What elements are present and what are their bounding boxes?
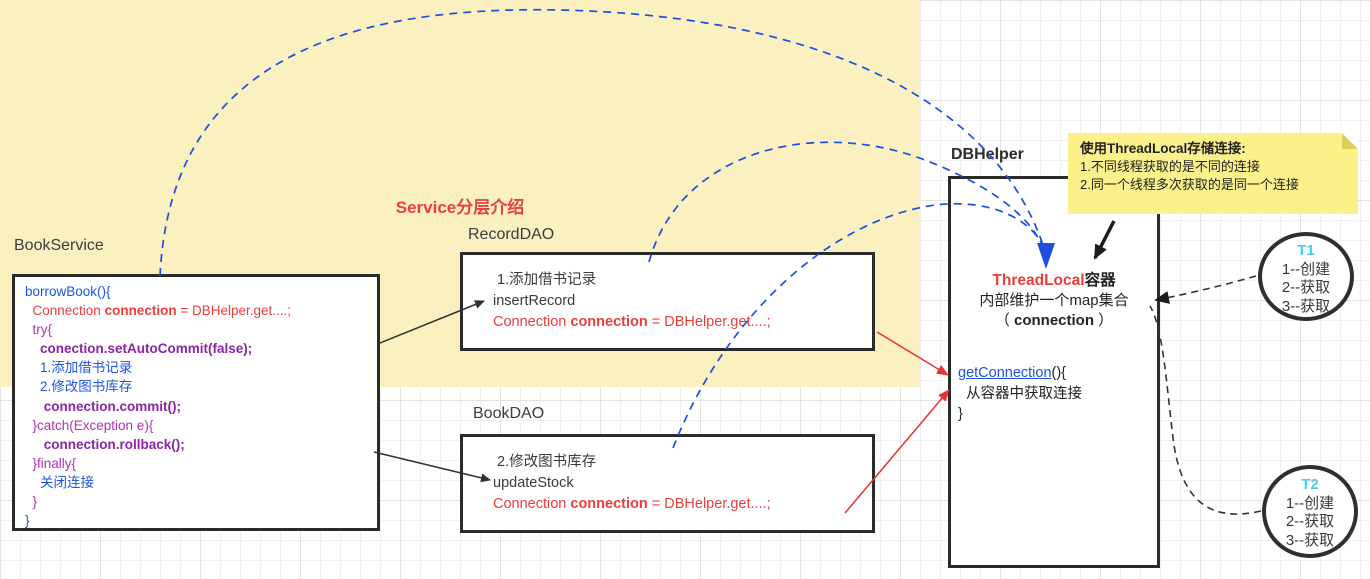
thread-line: 1--创建 [1281, 260, 1331, 278]
code-line: 关闭连接 [25, 474, 95, 490]
code-line: Connection connection = DBHelper.get....… [25, 303, 292, 319]
thread-line: 3--获取 [1285, 531, 1335, 549]
code-line: try{ [25, 322, 53, 338]
thread-line: 3--获取 [1281, 297, 1331, 315]
db-helper-line: 内部维护一个map集合 [979, 292, 1129, 309]
db-helper-label: DBHelper [951, 146, 1024, 163]
link-t1-to-map [1154, 275, 1257, 304]
thread-dashed-links [1149, 275, 1262, 515]
get-connection-text: getConnection(){ 从容器中获取连接} [958, 363, 1158, 425]
code-line: conection.setAutoCommit(false); [25, 341, 253, 357]
note-line: 使用ThreadLocal存储连接: [1080, 141, 1246, 156]
code-line: connection.rollback(); [25, 436, 185, 452]
note-line: 1.不同线程获取的是不同的连接 [1080, 159, 1260, 174]
thread-line: T1 [1297, 242, 1315, 259]
link-t2-to-map [1149, 305, 1262, 515]
db-helper-line: 从容器中获取连接 [958, 385, 1083, 402]
thread-line: 2--获取 [1285, 513, 1335, 530]
note-line: 2.同一个线程多次获取的是同一个连接 [1080, 177, 1299, 192]
code-line: borrowBook(){ [25, 284, 111, 299]
record-dao-label: RecordDAO [468, 226, 555, 243]
db-helper-line: ThreadLocal容器 [992, 272, 1116, 289]
code-line: 2.修改图书库存 [25, 379, 133, 395]
code-line: connection.commit(); [25, 398, 182, 414]
code-line: 1.添加借书记录 [493, 272, 597, 288]
thread-line: 1--创建 [1285, 494, 1335, 512]
code-line: insertRecord [493, 293, 576, 309]
code-line: } [25, 494, 38, 510]
code-line: 1.添加借书记录 [25, 360, 133, 376]
book-dao-label: BookDAO [473, 405, 545, 422]
db-helper-line: getConnection(){ [958, 365, 1067, 381]
thread-line: T2 [1301, 476, 1319, 493]
book-service-label: BookService [14, 237, 104, 254]
code-line: Connection connection = DBHelper.get....… [493, 496, 771, 512]
code-line: Connection connection = DBHelper.get....… [493, 314, 771, 330]
book-service-box: borrowBook(){ Connection connection = DB… [12, 274, 380, 531]
db-helper-line: } [958, 406, 963, 422]
threadlocal-container-text: ThreadLocal容器内部维护一个map集合 （ connection ） [948, 271, 1160, 331]
db-helper-line: （ connection ） [994, 312, 1114, 329]
code-line: }catch(Exception e){ [25, 417, 154, 433]
code-line: updateStock [493, 475, 574, 491]
code-line: }finally{ [25, 455, 77, 471]
sticky-note: 使用ThreadLocal存储连接: 1.不同线程获取的是不同的连接 2.同一个线程… [1068, 133, 1358, 214]
service-layer-title: Service分层介绍 [395, 198, 525, 217]
code-line: } [25, 513, 30, 529]
code-line: 2.修改图书库存 [493, 454, 597, 470]
thread-line: 2--获取 [1281, 279, 1331, 296]
